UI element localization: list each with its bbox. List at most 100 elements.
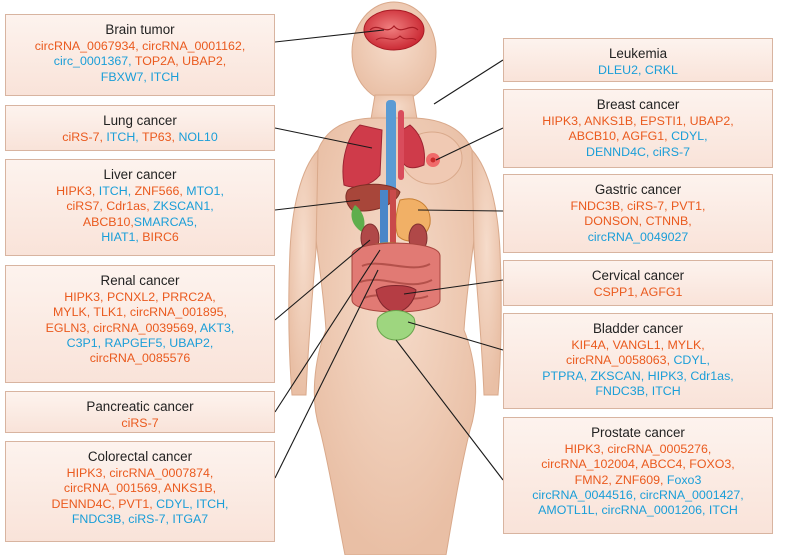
gene-list-blue: circRNA_0044516, circRNA_0001427,	[532, 487, 744, 502]
gene-list-blue: PTPRA, ZKSCAN, HIPK3, Cdr1as,	[542, 368, 734, 383]
gene-list-blue: AKT3,	[199, 320, 235, 335]
gene-list-line: FMN2, ZNF609, Foxo3	[508, 473, 768, 488]
uterus-icon	[375, 285, 417, 313]
gene-list-blue: circRNA_0049027	[587, 229, 689, 244]
gene-list-line: circRNA_0067934, circRNA_0001162,	[10, 39, 270, 54]
gene-list-line: circRNA_001569, ANKS1B,	[10, 481, 270, 496]
gene-list-blue: CDYL,	[671, 129, 708, 144]
gene-list-orange: FNDC3B, ciRS-7, PVT1,	[570, 199, 706, 213]
gene-list-orange: HIPK3, circRNA_0007874,	[66, 466, 214, 480]
gene-list-orange: circRNA_0058063,	[566, 353, 674, 368]
gene-list-line: FNDC3B, ciRS-7, ITGA7	[10, 512, 270, 527]
annotation-title: Renal cancer	[100, 273, 180, 288]
gene-list-line: HIPK3, PCNXL2, PRRC2A,	[10, 290, 270, 305]
gene-list-orange: DENND4C, PVT1,	[51, 496, 157, 511]
gene-list-blue: CDYL,	[673, 353, 710, 368]
gene-list-blue: SMARCA5,	[133, 214, 198, 229]
annotation-title: Brain tumor	[105, 22, 175, 37]
gene-list-line: DENND4C, ciRS-7	[508, 145, 768, 160]
gene-list-line: HIPK3, circRNA_0007874,	[10, 466, 270, 481]
gene-list-blue: FBXW7, ITCH	[100, 69, 180, 84]
bladder-icon	[376, 310, 416, 341]
gene-list-orange: circRNA_102004, ABCC4, FOXO3,	[541, 457, 735, 472]
annotation-lung-cancer: Lung cancer ciRS-7, ITCH, TP63, NOL10	[5, 105, 275, 151]
gene-list-line: FNDC3B, ciRS-7, PVT1,	[508, 199, 768, 214]
gene-list-line: ABCB10, AGFG1, CDYL,	[508, 129, 768, 144]
gene-list-line: FNDC3B, ITCH	[508, 384, 768, 399]
gene-list-orange: circRNA_0085576	[89, 351, 191, 366]
annotation-title: Cervical cancer	[591, 268, 685, 283]
gene-list-orange: circRNA_0067934, circRNA_0001162,	[34, 39, 246, 53]
gene-list-line: circRNA_0085576	[10, 351, 270, 366]
gene-list-line: HIPK3, circRNA_0005276,	[508, 442, 768, 457]
gene-list-blue: MTO1,	[186, 184, 224, 198]
gene-list-line: DLEU2, CRKL	[508, 63, 768, 78]
gene-list-line: FBXW7, ITCH	[10, 70, 270, 85]
gene-list-orange: HIPK3, circRNA_0005276,	[564, 442, 712, 456]
gene-list-orange: HIPK3,	[56, 184, 99, 198]
annotation-title: Leukemia	[608, 46, 668, 61]
gene-list-blue: ITCH,	[98, 184, 135, 198]
annotation-title: Gastric cancer	[594, 182, 682, 197]
gene-list-line: circRNA_0044516, circRNA_0001427,	[508, 488, 768, 503]
gene-list-line: circRNA_0058063, CDYL,	[508, 353, 768, 368]
gene-list-blue: ZKSCAN1,	[153, 199, 214, 214]
gene-list-line: PTPRA, ZKSCAN, HIPK3, Cdr1as,	[508, 369, 768, 384]
annotation-title: Lung cancer	[103, 113, 177, 128]
annotation-title: Colorectal cancer	[87, 449, 193, 464]
gene-list-blue: NOL10	[178, 130, 218, 144]
annotation-brain-tumor: Brain tumor circRNA_0067934, circRNA_0001…	[5, 14, 275, 96]
gene-list-line: EGLN3, circRNA_0039569, AKT3,	[10, 321, 270, 336]
gene-list-blue: Foxo3	[666, 472, 702, 487]
gene-list-blue: ITCH,	[106, 130, 142, 144]
gene-list-line: HIAT1, BIRC6	[10, 230, 270, 245]
gene-list-orange: TP63,	[141, 130, 179, 144]
gene-list-orange: DONSON, CTNNB,	[584, 214, 692, 229]
gene-list-blue: AMOTL1L, circRNA_0001206, ITCH	[538, 503, 738, 518]
gene-list-line: ciRS-7	[10, 416, 270, 431]
annotation-title: Prostate cancer	[591, 425, 685, 440]
gene-list-line: C3P1, RAPGEF5, UBAP2,	[10, 336, 270, 351]
gene-list-orange: BIRC6	[142, 229, 179, 244]
lungs-icon	[342, 100, 425, 195]
gene-list-orange: ciRS-7,	[62, 130, 107, 144]
gene-list-orange: circRNA_001569, ANKS1B,	[63, 481, 217, 496]
gene-list-line: MYLK, TLK1, circRNA_001895,	[10, 305, 270, 320]
gene-list-orange: ABCB10,	[82, 214, 134, 229]
gene-list-line: ciRS-7, ITCH, TP63, NOL10	[10, 130, 270, 145]
gene-list-orange: HIPK3, ANKS1B, EPSTI1, UBAP2,	[542, 114, 734, 128]
gene-list-blue: DENND4C, ciRS-7	[586, 144, 690, 159]
annotation-title: Breast cancer	[596, 97, 680, 112]
gene-list-blue: FNDC3B, ITCH	[595, 383, 681, 398]
gene-list-orange: ciRS7, Cdr1as,	[66, 199, 154, 214]
gene-list-orange: CSPP1, AGFG1	[593, 285, 683, 299]
gene-list-blue: C3P1, RAPGEF5, UBAP2,	[66, 335, 214, 350]
gene-list-blue: circ_0001367,	[53, 54, 135, 69]
gene-list-line: circRNA_102004, ABCC4, FOXO3,	[508, 457, 768, 472]
annotation-title: Liver cancer	[103, 167, 177, 182]
gene-list-blue: HIAT1,	[101, 229, 143, 244]
gene-list-line: CSPP1, AGFG1	[508, 285, 768, 300]
gene-list-orange: TOP2A, UBAP2,	[134, 54, 227, 69]
gene-list-line: HIPK3, ANKS1B, EPSTI1, UBAP2,	[508, 114, 768, 129]
gene-list-orange: ABCB10, AGFG1,	[568, 129, 672, 144]
gene-list-orange: ZNF566,	[134, 184, 187, 198]
gene-list-blue: FNDC3B, ciRS-7, ITGA7	[71, 511, 209, 526]
gene-list-line: HIPK3, ITCH, ZNF566, MTO1,	[10, 184, 270, 199]
gene-list-line: KIF4A, VANGL1, MYLK,	[508, 338, 768, 353]
gene-list-orange: HIPK3, PCNXL2, PRRC2A,	[64, 290, 216, 304]
gene-list-orange: EGLN3, circRNA_0039569,	[45, 320, 200, 335]
gene-list-orange: KIF4A, VANGL1, MYLK,	[571, 338, 705, 352]
gene-list-line: ABCB10,SMARCA5,	[10, 215, 270, 230]
gene-list-line: DENND4C, PVT1, CDYL, ITCH,	[10, 497, 270, 512]
annotation-title: Bladder cancer	[592, 321, 684, 336]
